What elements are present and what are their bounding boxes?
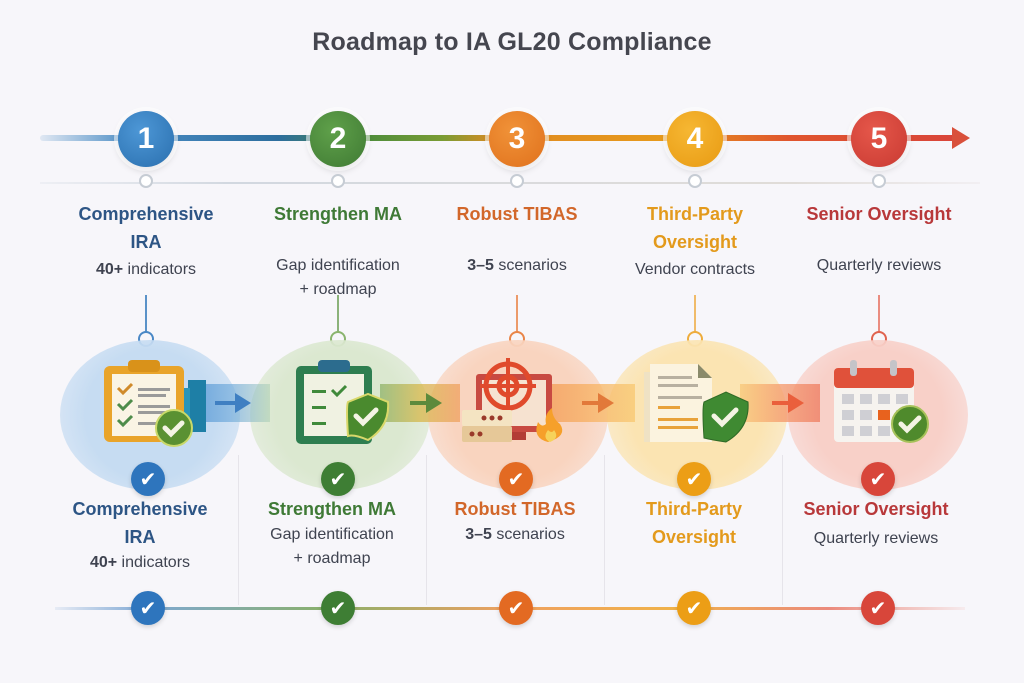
document-shield-icon [642, 358, 752, 448]
step-3-badge: 3 [489, 111, 545, 167]
step-5-badge: 5 [851, 111, 907, 167]
connector-line [145, 295, 147, 333]
connector-line [694, 295, 696, 333]
step-title: Robust TIBAS [454, 499, 576, 519]
step-subtitle: Quarterly reviews [816, 257, 942, 274]
flow-arrow-icon [235, 393, 251, 413]
card-divider [238, 455, 239, 605]
step-subtitle: 3–5 scenarios [467, 257, 567, 274]
step-subtitle: 40+ indicators [89, 554, 191, 571]
check-icon: ✔ [131, 462, 165, 496]
timeline-node [331, 174, 345, 188]
card-divider [426, 455, 427, 605]
check-icon: ✔ [499, 462, 533, 496]
timeline-node [688, 174, 702, 188]
step-3-card: Robust TIBAS 3–5 scenarios [425, 495, 605, 605]
card-divider [782, 455, 783, 605]
step-5-top-text: Senior Oversight Quarterly reviews [779, 200, 979, 278]
connector-line [516, 295, 518, 333]
timeline-arrow-icon [952, 127, 970, 149]
check-icon: ✔ [861, 462, 895, 496]
flow-arrow-icon [788, 393, 804, 413]
check-icon: ✔ [321, 591, 355, 625]
check-icon: ✔ [499, 591, 533, 625]
check-icon: ✔ [861, 591, 895, 625]
timeline-node [872, 174, 886, 188]
page-title: Roadmap to IA GL20 Compliance [312, 28, 712, 56]
check-icon: ✔ [321, 462, 355, 496]
timeline-node [510, 174, 524, 188]
step-2-top-text: Strengthen MA Gap identification+ roadma… [238, 200, 438, 302]
timeline-node [139, 174, 153, 188]
check-icon: ✔ [677, 462, 711, 496]
flow-arrow [215, 401, 237, 405]
connector-line [337, 295, 339, 333]
calendar-check-icon [828, 358, 938, 448]
step-3-top-text: Robust TIBAS 3–5 scenarios [417, 200, 617, 278]
step-1-badge: 1 [118, 111, 174, 167]
step-5-card: Senior Oversight Quarterly reviews [786, 495, 966, 605]
flow-arrow [772, 401, 790, 405]
clipboard-shield-icon [292, 358, 402, 448]
step-2-badge: 2 [310, 111, 366, 167]
step-title: Robust TIBAS [456, 204, 578, 224]
check-icon: ✔ [677, 591, 711, 625]
step-title: Senior Oversight [806, 204, 952, 224]
step-2-card: Strengthen MA Gap identification+ roadma… [242, 495, 422, 605]
step-subtitle: Gap identification+ roadmap [270, 526, 394, 567]
step-subtitle: Vendor contracts [634, 261, 756, 278]
step-subtitle: 40+ indicators [95, 261, 197, 278]
step-title: Strengthen MA [268, 499, 396, 519]
connector-line [878, 295, 880, 333]
flow-arrow-icon [426, 393, 442, 413]
step-subtitle: 3–5 scenarios [465, 526, 565, 543]
step-title: Strengthen MA [274, 204, 402, 224]
flow-arrow [410, 401, 428, 405]
clipboard-checklist-icon [100, 358, 210, 448]
step-4-badge: 4 [667, 111, 723, 167]
step-subtitle: Quarterly reviews [813, 530, 939, 547]
flow-arrow [582, 401, 600, 405]
flow-arrow-icon [598, 393, 614, 413]
step-title: Senior Oversight [803, 499, 949, 519]
target-monitor-fire-icon [462, 358, 572, 448]
step-subtitle: Gap identification+ roadmap [276, 257, 400, 298]
check-icon: ✔ [131, 591, 165, 625]
card-divider [604, 455, 605, 605]
